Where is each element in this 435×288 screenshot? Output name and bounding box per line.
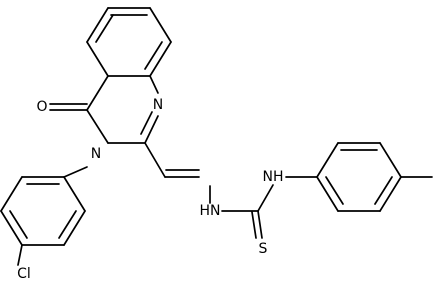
bond: [379, 176, 402, 212]
bond: [149, 7, 172, 43]
bond: [374, 176, 393, 205]
bond: [63, 166, 88, 178]
bond: [17, 244, 23, 266]
bond: [144, 41, 163, 70]
bond: [86, 75, 109, 111]
bond: [63, 176, 86, 212]
sulfur-atom-label: S: [259, 241, 268, 257]
nitrogen-atom-label-ring: N: [153, 97, 163, 113]
bond: [140, 111, 153, 135]
bond: [379, 142, 402, 178]
bond: [0, 176, 23, 212]
bond: [86, 109, 109, 144]
nitrogen-atom-label-aryl: N: [91, 146, 101, 162]
bond: [257, 210, 263, 239]
bond: [149, 75, 159, 94]
oxygen-atom-label: O: [36, 99, 47, 115]
bond: [0, 210, 23, 246]
bond: [9, 210, 28, 239]
bond: [86, 41, 109, 77]
bond: [316, 176, 339, 212]
bond: [251, 211, 257, 239]
nh-atom-label: NH: [263, 169, 284, 185]
bond: [63, 210, 86, 246]
bond: [144, 142, 166, 178]
bond: [325, 176, 344, 205]
bond: [58, 210, 77, 239]
bond: [86, 7, 109, 43]
bond: [95, 14, 114, 43]
hn-atom-label: HN: [200, 203, 221, 219]
chlorine-atom-label: Cl: [17, 266, 31, 282]
bond: [316, 142, 339, 178]
bond: [149, 41, 172, 77]
bond: [257, 184, 274, 212]
bond: [144, 115, 159, 144]
bonds: [0, 7, 433, 266]
atom-labels: O N N Cl HN NH S: [17, 97, 283, 282]
